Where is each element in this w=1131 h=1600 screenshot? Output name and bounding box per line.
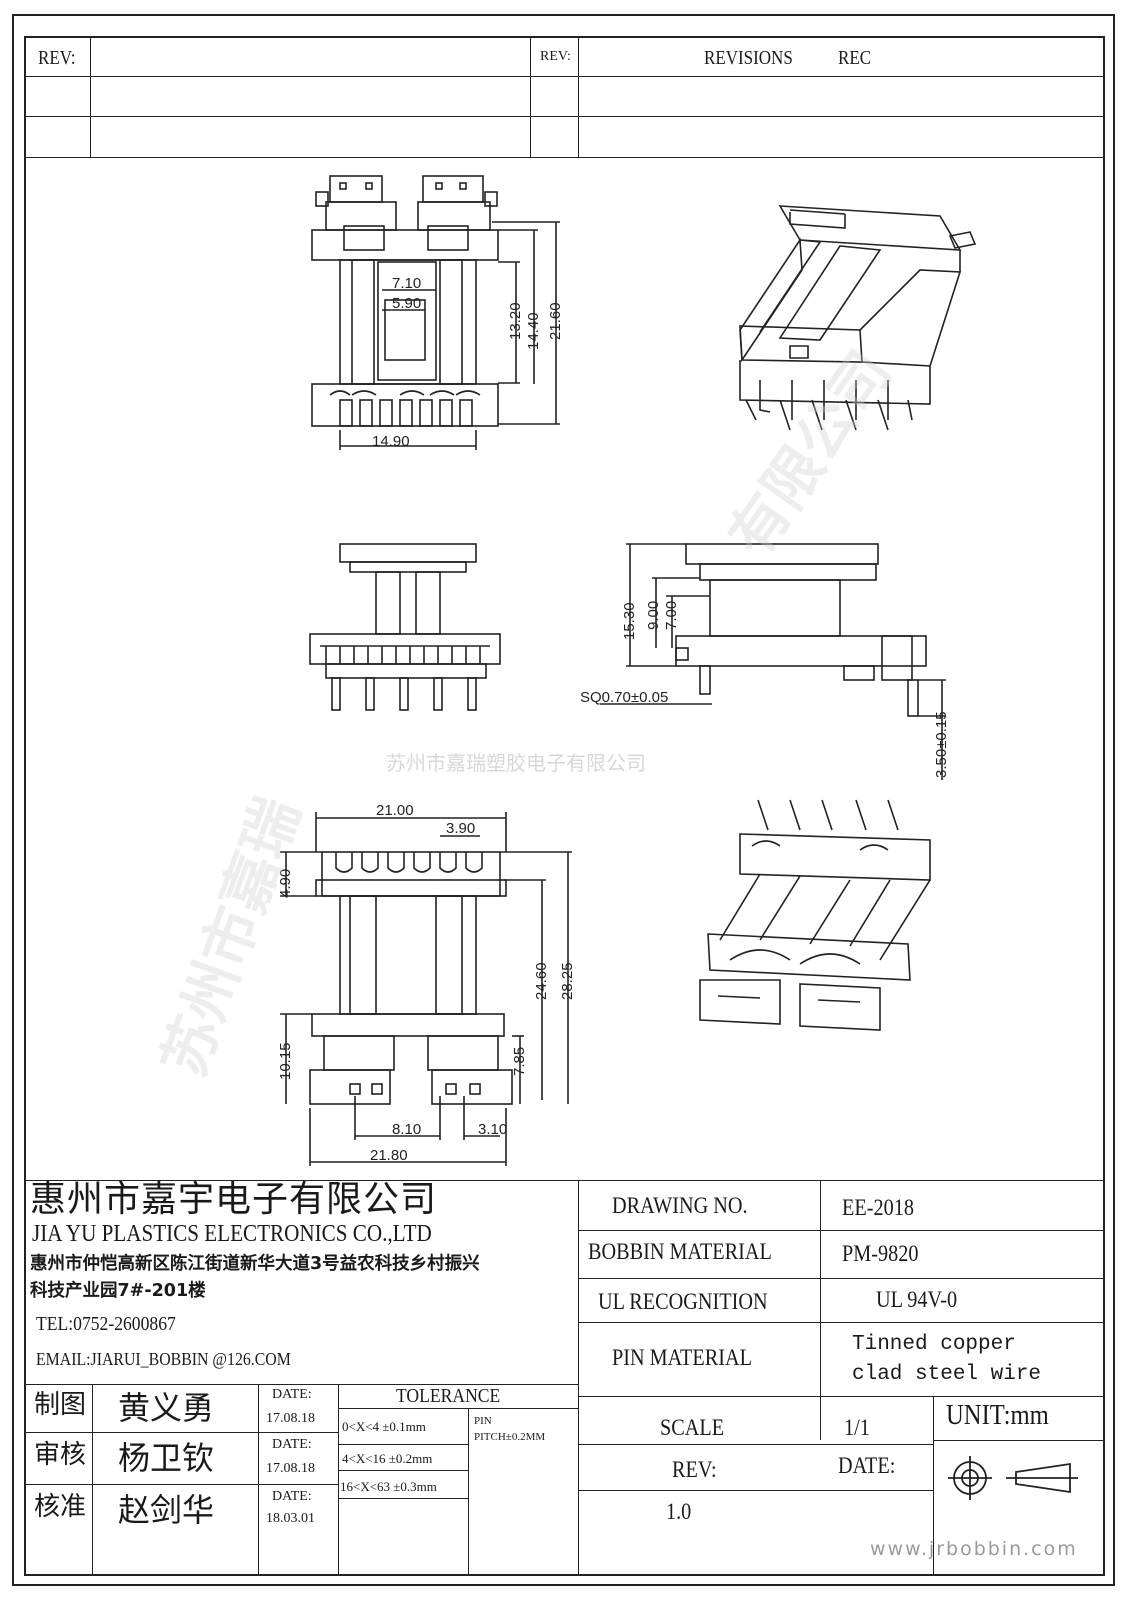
dim-sq0-70: SQ0.70±0.05 — [580, 689, 668, 706]
dim-3-90: 3.90 — [446, 820, 475, 837]
watermark-text: 苏州市嘉瑞塑胶电子有限公司 — [386, 752, 646, 775]
outer-border — [12, 14, 1115, 1586]
dim-15-30: 15.30 — [621, 602, 638, 640]
revisions-label: REVISIONS — [704, 47, 793, 69]
pin-material-label: PIN MATERIAL — [612, 1345, 753, 1370]
dim-9-00: 9.00 — [645, 601, 662, 630]
company-email: EMAIL:JIARUI_BOBBIN @126.COM — [36, 1349, 291, 1369]
approval-date-reviewed: 17.08.18 — [266, 1461, 315, 1476]
pin-material-value-1: Tinned copper — [852, 1333, 1016, 1356]
approval-date-label-drawn: DATE: — [272, 1387, 312, 1402]
approval-person-reviewed: 杨卫钦 — [118, 1439, 215, 1477]
approval-person-approved: 赵剑华 — [118, 1491, 215, 1529]
isometric-view-top — [739, 205, 977, 431]
dim-3-10: 3.10 — [478, 1121, 507, 1138]
tolerance-pin-label: PIN — [474, 1415, 492, 1427]
dim-8-10: 8.10 — [392, 1121, 421, 1138]
company-tel: TEL:0752-2600867 — [36, 1313, 176, 1335]
approval-role-reviewed: 审核 — [34, 1440, 87, 1470]
rev-label-left: REV: — [38, 47, 76, 69]
rec-label: REC — [838, 47, 872, 69]
approval-date-label-approved: DATE: — [272, 1489, 312, 1504]
dim-21-80: 21.80 — [370, 1147, 408, 1164]
company-name-cn: 惠州市嘉宇电子有限公司 — [30, 1179, 438, 1220]
tolerance-row-1: 0<X<4 ±0.1mm — [342, 1419, 426, 1434]
tolerance-pin-pitch: PITCH±0.2MM — [474, 1431, 546, 1443]
dim-7-85: 7.85 — [511, 1047, 528, 1076]
approval-date-drawn: 17.08.18 — [266, 1411, 315, 1426]
bobbin-material-value: PM-9820 — [842, 1241, 919, 1266]
tolerance-row-2: 4<X<16 ±0.2mm — [342, 1451, 433, 1466]
dim-14-90: 14.90 — [372, 433, 410, 450]
company-address-2: 科技产业园7#-201楼 — [30, 1281, 206, 1301]
scale-value: 1/1 — [844, 1415, 870, 1440]
ul-recognition-value: UL 94V-0 — [876, 1287, 958, 1312]
date-label: DATE: — [838, 1453, 896, 1478]
dim-10-15: 10.15 — [277, 1042, 294, 1080]
rev-label: REV: — [672, 1457, 717, 1482]
tolerance-row-3: 16<X<63 ±0.3mm — [340, 1479, 437, 1494]
rev-label-mid: REV: — [540, 49, 571, 64]
dim-14-40: 14.40 — [525, 312, 542, 350]
approval-date-label-reviewed: DATE: — [272, 1437, 312, 1452]
company-address-1: 惠州市仲恺高新区陈江街道新华大道3号益农科技乡村振兴 — [30, 1254, 480, 1274]
svg-text:苏州市嘉瑞: 苏州市嘉瑞 — [151, 790, 311, 1085]
dim-5-90: 5.90 — [392, 295, 421, 312]
dim-13-20: 13.20 — [507, 302, 524, 340]
front-view — [311, 175, 560, 450]
approval-date-approved: 18.03.01 — [266, 1511, 315, 1526]
rev-value: 1.0 — [666, 1499, 692, 1524]
approval-role-approved: 核准 — [34, 1492, 87, 1522]
side-view — [309, 543, 501, 711]
ul-recognition-label: UL RECOGNITION — [598, 1289, 768, 1314]
dim-21-60: 21.60 — [547, 302, 564, 340]
website-watermark: www.jrbobbin.com — [870, 1538, 1078, 1560]
end-view — [600, 543, 946, 780]
approval-role-drawn: 制图 — [34, 1390, 87, 1420]
dim-24-60: 24.60 — [533, 962, 550, 1000]
dim-3-50: 3.50±0.15 — [933, 711, 950, 778]
dim-21-00: 21.00 — [376, 802, 414, 819]
approval-person-drawn: 黄义勇 — [118, 1389, 215, 1427]
drawing-no-value: EE-2018 — [842, 1195, 914, 1220]
bottom-view — [280, 812, 572, 1166]
tolerance-title: TOLERANCE — [396, 1385, 501, 1407]
dim-7-10: 7.10 — [392, 275, 421, 292]
svg-text:有限公司: 有限公司 — [717, 340, 903, 567]
projection-symbol-icon — [948, 1456, 1078, 1500]
unit-label: UNIT:mm — [946, 1400, 1049, 1431]
bobbin-material-label: BOBBIN MATERIAL — [588, 1239, 772, 1264]
company-name-en: JIA YU PLASTICS ELECTRONICS CO.,LTD — [32, 1221, 432, 1247]
scale-label: SCALE — [660, 1415, 725, 1440]
pin-material-value-2: clad steel wire — [852, 1363, 1042, 1386]
dim-4-90: 4.90 — [277, 869, 294, 898]
drawing-no-label: DRAWING NO. — [612, 1193, 748, 1218]
inner-border — [24, 36, 1105, 1576]
dim-28-25: 28.25 — [559, 962, 576, 1000]
dim-7-00: 7.00 — [663, 601, 680, 630]
isometric-view-bottom — [699, 799, 931, 1031]
